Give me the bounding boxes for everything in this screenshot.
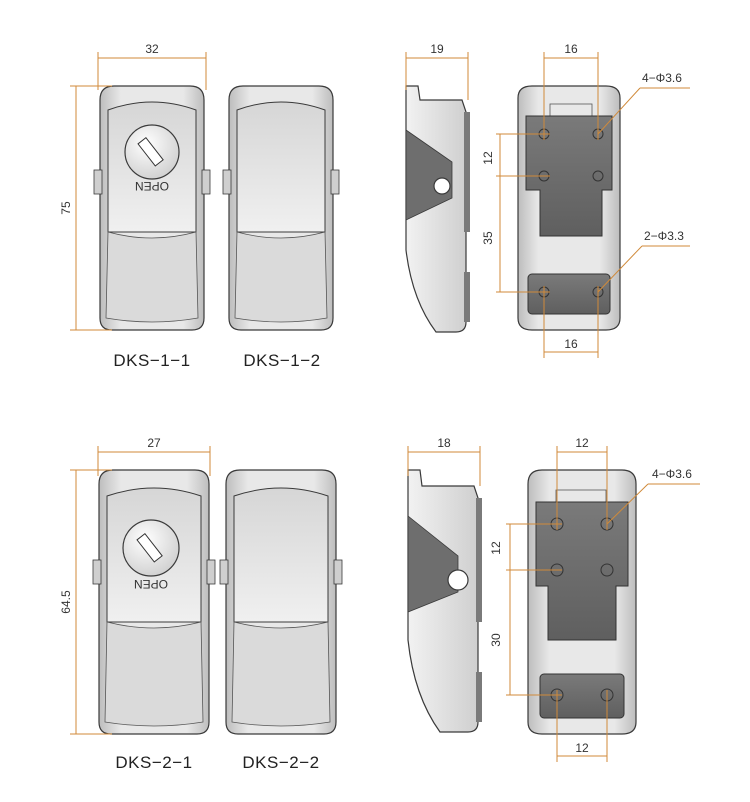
svg-text:16: 16: [564, 42, 578, 56]
dimension-width-row2: 27: [97, 436, 211, 476]
lock-open-label: OPEN: [135, 179, 169, 193]
hinge-pin-icon: [433, 177, 451, 195]
key-slot-icon: [136, 533, 163, 563]
dimension-width-row1: 32: [97, 42, 207, 90]
back-view-row2: 12 12 12 30 4−Φ3.6: [489, 436, 700, 762]
svg-text:2−Φ3.3: 2−Φ3.3: [644, 229, 684, 243]
svg-text:64.5: 64.5: [59, 590, 73, 614]
dimension-height-row2: 64.5: [59, 469, 112, 735]
dimension-height-row1: 75: [59, 85, 112, 331]
svg-text:18: 18: [437, 436, 451, 450]
front-view-dks-1-1: OPEN: [93, 85, 211, 331]
model-label-dks-1-2: DKS−1−2: [243, 351, 320, 370]
front-view-dks-1-2: [222, 85, 340, 331]
back-view-row1: 16 16 12 35 4−Φ3.6 2−Φ3.3: [481, 42, 690, 358]
svg-text:12: 12: [481, 151, 495, 165]
svg-text:4−Φ3.6: 4−Φ3.6: [652, 467, 692, 481]
svg-text:4−Φ3.6: 4−Φ3.6: [642, 71, 682, 85]
side-view-row2: 18: [407, 436, 482, 733]
key-slot-icon: [137, 137, 164, 167]
front-view-dks-2-1: OPEN: [92, 469, 216, 735]
svg-text:32: 32: [145, 42, 159, 56]
model-label-dks-2-1: DKS−2−1: [115, 753, 192, 772]
svg-text:12: 12: [489, 541, 503, 555]
side-view-row1: 19: [405, 42, 470, 333]
svg-text:75: 75: [59, 201, 73, 215]
model-label-dks-1-1: DKS−1−1: [113, 351, 190, 370]
svg-text:19: 19: [430, 42, 444, 56]
lock-open-label: OPEN: [134, 577, 168, 591]
svg-text:30: 30: [489, 633, 503, 647]
svg-text:12: 12: [575, 741, 589, 755]
svg-text:35: 35: [481, 231, 495, 245]
svg-text:16: 16: [564, 337, 578, 351]
model-label-dks-2-2: DKS−2−2: [242, 753, 319, 772]
svg-text:12: 12: [575, 436, 589, 450]
svg-text:27: 27: [147, 436, 161, 450]
hinge-pin-icon: [447, 569, 469, 591]
front-view-dks-2-2: [219, 469, 343, 735]
